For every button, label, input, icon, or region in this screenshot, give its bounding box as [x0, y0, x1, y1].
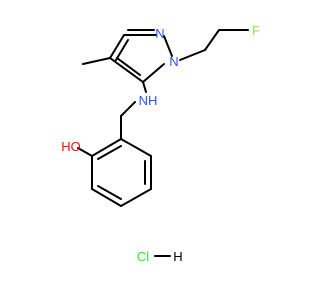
atom-labels: N N F NH HO Cl H [61, 23, 260, 264]
n-ring-substituted-label: N [169, 54, 178, 69]
amine-label: NH [139, 93, 158, 108]
bond-ar4-ar5 [91, 188, 122, 207]
bond-ar1-ar2 [120, 138, 152, 157]
bond-ar6-ar1-double [97, 145, 122, 160]
bond-c5-c4-double [116, 57, 141, 76]
n-ring-imine-label: N [155, 26, 164, 41]
bond-ar6-ar1 [91, 138, 122, 157]
hydrogen-label: H [173, 249, 182, 264]
chlorine-label: Cl [137, 249, 149, 264]
bond-n2-n1 [163, 35, 173, 57]
bond-ch2-ch2 [204, 29, 220, 51]
bond-ar3-ar4 [120, 188, 152, 207]
bonds [77, 29, 249, 257]
bond-n1-ch2 [179, 49, 206, 61]
structure-diagram: N N F NH HO Cl H [61, 23, 260, 264]
hydroxyl-label: HO [61, 139, 81, 154]
bond-c3-c4 [109, 34, 125, 59]
bond-n1-c5 [142, 63, 165, 83]
bond-c4-methyl [82, 57, 111, 65]
fluorine-label: F [252, 23, 260, 38]
bond-ar6-oh [77, 147, 93, 157]
bond-nh-ch2 [120, 101, 136, 117]
bond-c5-c4 [109, 57, 144, 83]
bond-c3-c4-double [115, 39, 129, 61]
bond-ar4-ar5-double [97, 185, 122, 200]
molecule-canvas: N N F NH HO Cl H [61, 23, 260, 264]
bond-c5-nh [142, 81, 147, 93]
